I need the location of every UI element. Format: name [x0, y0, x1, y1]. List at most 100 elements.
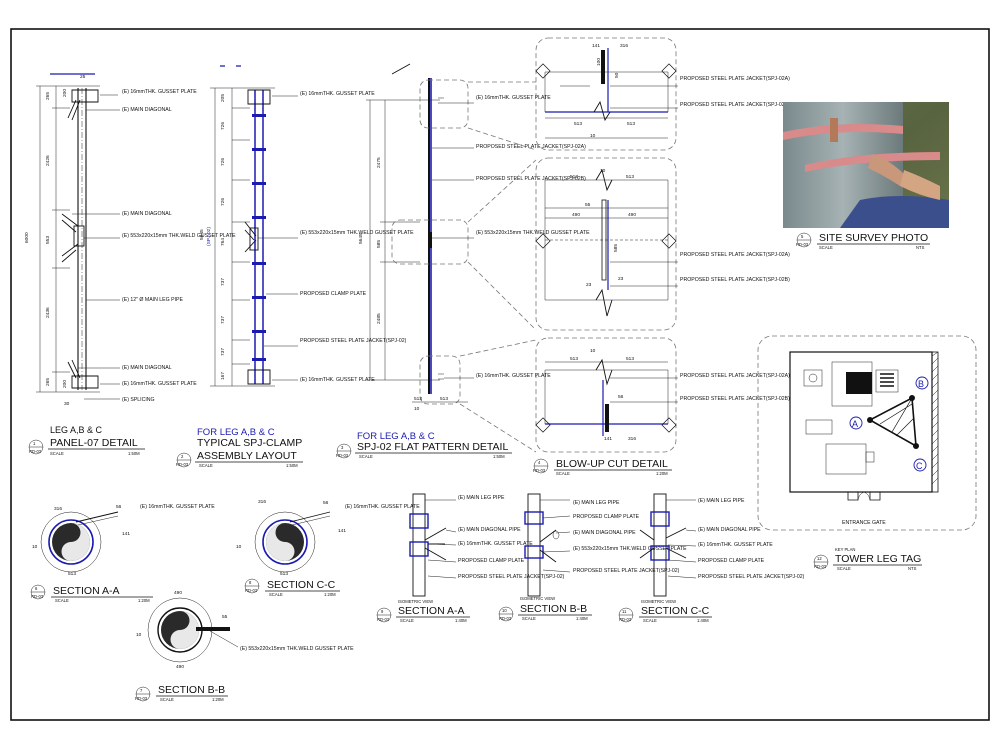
- secaa-dim: 513: [68, 571, 76, 577]
- iso-cc-scale: 1:40M: [697, 618, 709, 623]
- blowup-top-dim: 10: [590, 133, 596, 139]
- panel07-label-leg-pipe: (E) 12" Ø MAIN LEG PIPE: [122, 297, 183, 303]
- spj02-label-02b: PROPOSED STEEL PLATE JACKET(SPJ-02B): [476, 176, 586, 182]
- spj-dim: 737: [220, 348, 226, 356]
- panel07-dim: 200: [62, 89, 68, 97]
- iso-bb-scale-label: SCALE: [522, 616, 536, 621]
- spj02-dim: 585: [376, 240, 382, 248]
- site-photo: [783, 102, 949, 228]
- iso-bb-label: (E) MAIN DIAGONAL PIPE: [573, 530, 636, 536]
- leg-c-tag: C: [916, 461, 923, 471]
- sheet-border: [10, 28, 990, 721]
- iso-bb-label: PROPOSED CLAMP PLATE: [573, 514, 640, 520]
- panel07-dim: 265: [45, 92, 51, 100]
- panel07-dim: 265: [45, 378, 51, 386]
- secbb-ref: RD-03: [135, 696, 148, 701]
- spj-dim: 737: [220, 278, 226, 286]
- blowup-bot-dim: 513: [570, 356, 578, 362]
- photo-scale: NTS: [916, 245, 925, 250]
- spj-title-2: ASSEMBLY LAYOUT: [197, 450, 297, 462]
- blowup-number: 4: [538, 460, 541, 465]
- blowup-mid-dim: 490: [628, 212, 636, 218]
- spj02-header: FOR LEG A,B & C: [357, 431, 435, 442]
- iso-cc-scale-label: SCALE: [643, 618, 657, 623]
- iso-aa-ref: RD-03: [377, 617, 390, 622]
- spj-dim-ref: (SPJ-02): [206, 227, 212, 246]
- blowup-mid-dim: 513: [570, 174, 578, 180]
- iso-aa-label: (E) MAIN DIAGONAL PIPE: [458, 527, 521, 533]
- spj02-dim: 513: [414, 396, 422, 402]
- panel07-label-weld: (E) 553x220x15mm THK.WELD GUSSET PLATE: [122, 233, 236, 239]
- iso-aa-scale-label: SCALE: [400, 618, 414, 623]
- blow-up-cut-detail: 141 316 100 50 513 513 10 10 513 513 55 …: [533, 37, 790, 476]
- iso-aa-number: 9: [381, 609, 384, 614]
- secbb-dim: 490: [176, 664, 184, 670]
- blowup-label-02a: PROPOSED STEEL PLATE JACKET(SPJ-02A): [680, 252, 790, 258]
- iso-bb-scale: 1:40M: [576, 616, 588, 621]
- spj02-scale: 1:50M: [493, 454, 505, 459]
- spj02-dim: 10: [414, 406, 420, 412]
- spj02-scale-label: SCALE: [359, 454, 373, 459]
- seccc-ref: RD-03: [245, 588, 258, 593]
- secbb-scale: 1:20M: [212, 697, 224, 702]
- tower-leg-header: KEY PLAN: [835, 547, 855, 552]
- secaa-number: 6: [35, 586, 38, 591]
- secbb-number: 7: [140, 688, 143, 693]
- blowup-label-02b: PROPOSED STEEL PLATE JACKET(SPJ-02B): [680, 277, 790, 283]
- iso-cc-header: ISOMETRIC VIEW: [641, 599, 676, 604]
- spj02-title: SPJ-02 FLAT PATTERN DETAIL: [357, 441, 508, 453]
- panel07-dim-6000: 6000: [24, 232, 30, 243]
- blowup-top-dim: 50: [614, 72, 620, 78]
- spj02-label-weld: (E) 553x220x15mm THK.WELD GUSSET PLATE: [476, 230, 590, 236]
- blowup-bot-dim: 513: [626, 356, 634, 362]
- blowup-mid-dim: 585: [613, 244, 619, 252]
- iso-bb-header: ISOMETRIC VIEW: [520, 596, 555, 601]
- section-b-b: 490 55 10 490 (E) 553x220x15mm THK.WELD …: [135, 590, 354, 702]
- panel07-dim: 25: [80, 74, 86, 80]
- panel07-dim: 200: [62, 380, 68, 388]
- spj-dim: 726: [220, 122, 226, 130]
- blowup-scale: 1:20M: [656, 471, 668, 476]
- photo-scale-label: SCALE: [819, 245, 833, 250]
- spj-ref: RD-03: [176, 462, 189, 467]
- spj02-dim-5645: 5645: [358, 233, 364, 244]
- iso-cc-label: (E) MAIN DIAGONAL PIPE: [698, 527, 761, 533]
- iso-cc-label: PROPOSED CLAMP PLATE: [698, 558, 765, 564]
- blowup-mid-dim: 55: [585, 202, 591, 208]
- leg-a-tag: A: [852, 419, 858, 429]
- tower-leg-ref: RD-03: [814, 564, 827, 569]
- iso-bb-number: 10: [502, 608, 507, 613]
- iso-bb-ref: RD-03: [499, 616, 512, 621]
- panel07-label-diagonal: (E) MAIN DIAGONAL: [122, 365, 172, 371]
- blowup-label-02a: PROPOSED STEEL PLATE JACKET(SPJ-02A): [680, 76, 790, 82]
- secaa-dim: 141: [122, 531, 130, 537]
- secaa-dim: 316: [54, 506, 62, 512]
- leg-b-tag: B: [918, 379, 924, 389]
- iso-cc-label: (E) 16mmTHK. GUSSET PLATE: [698, 542, 773, 548]
- secaa-scale-label: SCALE: [55, 598, 69, 603]
- spj-scale-label: SCALE: [199, 463, 213, 468]
- iso-aa-label: (E) 16mmTHK. GUSSET PLATE: [458, 541, 533, 547]
- tower-leg-tag: A B C ENTRANCE GATE KEY PLAN 12 RD-03 TO…: [757, 335, 977, 571]
- photo-number: 5: [801, 234, 804, 239]
- blowup-label-02a: PROPOSED STEEL PLATE JACKET(SPJ-02A): [680, 373, 790, 379]
- panel07-label-diagonal: (E) MAIN DIAGONAL: [122, 107, 172, 113]
- panel07-label-gusset: (E) 16mmTHK. GUSSET PLATE: [122, 381, 197, 387]
- secbb-scale-label: SCALE: [160, 697, 174, 702]
- iso-aa-title: SECTION A-A: [398, 605, 465, 617]
- spj-label-jacket: PROPOSED STEEL PLATE JACKET(SPJ-02): [300, 338, 407, 344]
- secaa-ref: RD-03: [31, 594, 44, 599]
- spj-dim: 726: [220, 158, 226, 166]
- iso-bb-label: (E) 553x220x15mm THK.WELD GUSSET PLATE: [573, 546, 687, 552]
- secbb-label: (E) 553x220x15mm THK.WELD GUSSET PLATE: [240, 646, 354, 652]
- spj-clamp-assembly: 5645 (SPJ-02) 205 726 726 726 764 737 73…: [176, 65, 414, 468]
- spj02-dim: 2485: [376, 313, 382, 324]
- iso-bb-label: PROPOSED STEEL PLATE JACKET(SPJ-02): [573, 568, 680, 574]
- iso-aa-scale: 1:40M: [455, 618, 467, 623]
- iso-cc-label: PROPOSED STEEL PLATE JACKET(SPJ-02): [698, 574, 805, 580]
- photo-ref: RD-03: [796, 242, 809, 247]
- secbb-dim: 10: [136, 632, 142, 638]
- blowup-ref: RD-03: [533, 468, 546, 473]
- spj-label-clamp: PROPOSED CLAMP PLATE: [300, 291, 367, 297]
- secaa-dim: 10: [32, 544, 38, 550]
